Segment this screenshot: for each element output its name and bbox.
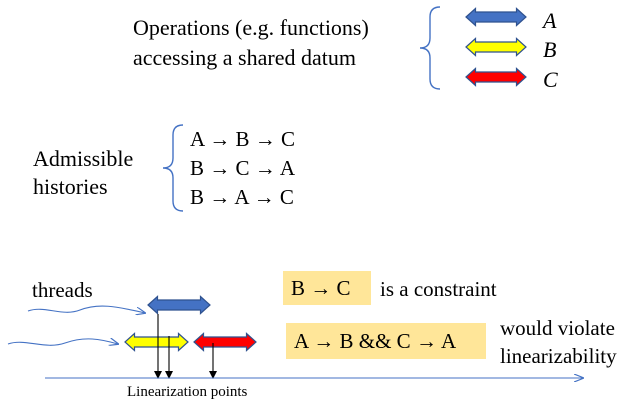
constraint-box-text: B → C [291,276,351,300]
timeline-arrow-c [193,332,257,352]
linearization-points-label: Linearization points [127,384,248,400]
ops-title-line2: accessing a shared datum [133,45,356,70]
op-arrow-b [465,37,527,57]
violation-text-line2: linearizability [500,344,617,368]
violation-text-line1: would violate [500,316,615,340]
history-3: B → A → C [190,185,294,209]
op-arrow-a [465,7,527,27]
constraint-text: is a constraint [380,277,497,301]
violation-box-text: A → B && C → A [294,329,457,353]
ops-brace [419,6,441,90]
violation-box: A → B && C → A [286,323,486,359]
admissible-title-line2: histories [33,174,108,199]
history-2: B → C → A [190,156,296,180]
timeline-arrow-a [147,295,211,315]
op-arrow-c [465,67,527,87]
thread-wave-1 [27,305,145,313]
op-label-c: C [543,67,558,92]
threads-label: threads [32,278,93,302]
constraint-box: B → C [283,271,371,305]
ops-title-line1: Operations (e.g. functions) [133,15,369,40]
history-1: A → B → C [190,127,296,151]
op-label-a: A [543,8,557,33]
timeline-arrow-b [124,332,189,352]
histories-brace [162,124,184,212]
op-label-b: B [543,37,557,62]
thread-wave-2 [7,339,118,345]
admissible-title-line1: Admissible [33,146,134,171]
